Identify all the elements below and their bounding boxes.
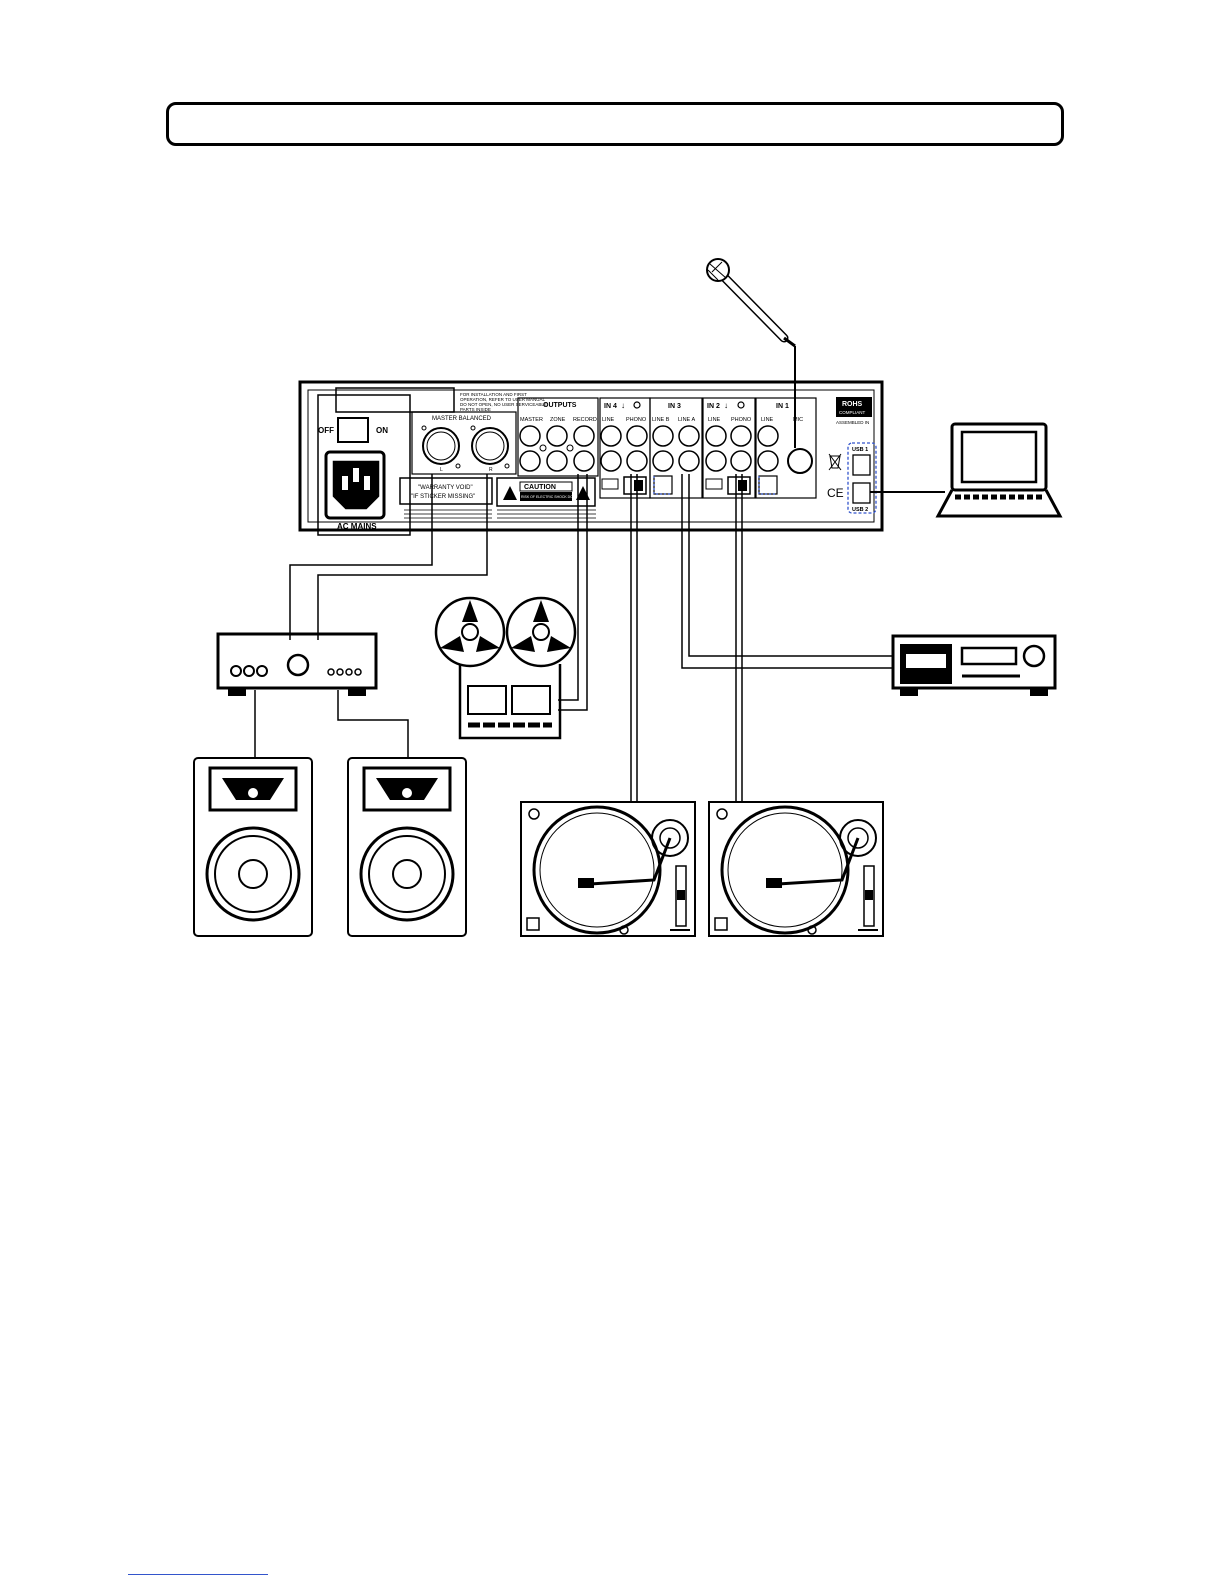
svg-text:OPERATION, REFER TO USER MANUA: OPERATION, REFER TO USER MANUAL — [460, 397, 546, 402]
svg-text:CAUTION: CAUTION — [524, 484, 556, 491]
svg-text:LINE A: LINE A — [678, 417, 695, 423]
title-box — [166, 102, 1064, 146]
channel-r-label: R — [489, 467, 493, 473]
xlr-right-cable — [317, 474, 488, 640]
install-notice: FOR INSTALLATION AND FIRST OPERATION, RE… — [460, 392, 547, 412]
turntable-right — [708, 801, 884, 937]
rca-outputs: OUTPUTS MASTER ZONE RECORD — [517, 397, 599, 477]
output-zone-label: ZONE — [550, 417, 566, 423]
microphone — [706, 258, 796, 348]
svg-text:RISK OF ELECTRIC SHOCK DO NOT: RISK OF ELECTRIC SHOCK DO NOT OPEN — [521, 495, 593, 499]
rohs-badge: ROHS COMPLIANT ASSEMBLED IN — [836, 397, 872, 425]
amplifier — [216, 632, 378, 696]
ac-mains-label: AC MAINS — [337, 522, 377, 531]
xlr-left-cable — [289, 474, 433, 640]
svg-text:IN 3: IN 3 — [668, 403, 681, 410]
weee-icon — [828, 453, 842, 471]
svg-text:LINE: LINE — [708, 417, 721, 423]
fine-print — [404, 509, 596, 523]
svg-text:PHONO: PHONO — [731, 417, 752, 423]
outputs-label: OUTPUTS — [543, 402, 577, 409]
input-1: IN 1 LINE MIC — [755, 397, 817, 499]
svg-text:LINE: LINE — [761, 417, 774, 423]
cd-player — [891, 634, 1057, 696]
output-record-label: RECORD — [573, 417, 597, 423]
ce-mark: CE — [827, 486, 844, 500]
svg-text:"IF STICKER MISSING": "IF STICKER MISSING" — [411, 494, 475, 500]
power-on-label: ON — [376, 426, 388, 435]
svg-text:"WARRANTY VOID": "WARRANTY VOID" — [418, 485, 473, 491]
reel-to-reel-recorder — [434, 596, 577, 740]
svg-text:IN 4: IN 4 — [604, 403, 617, 410]
mixer-rear-panel: FOR INSTALLATION AND FIRST OPERATION, RE… — [298, 380, 884, 536]
caution-label: CAUTION RISK OF ELECTRIC SHOCK DO NOT OP… — [496, 477, 596, 507]
svg-text:IN 1: IN 1 — [776, 403, 789, 410]
input-4: IN 4 ↓ LINE PHONO — [599, 397, 651, 499]
warranty-sticker: "WARRANTY VOID" "IF STICKER MISSING" — [399, 477, 493, 505]
svg-text:PARTS INSIDE: PARTS INSIDE — [460, 407, 491, 412]
master-balanced-outputs: MASTER BALANCED L R — [411, 411, 517, 475]
turntable-left — [520, 801, 696, 937]
svg-text:MIC: MIC — [793, 417, 803, 423]
master-balanced-label: MASTER BALANCED — [432, 416, 492, 422]
output-master-label: MASTER — [520, 417, 543, 423]
record-cable-1 — [558, 474, 579, 701]
svg-text:IN 2: IN 2 — [707, 403, 720, 410]
record-cable-2 — [558, 474, 588, 711]
footer-rule — [128, 1574, 268, 1575]
cd-cable-2 — [688, 474, 893, 657]
speaker-left — [193, 757, 313, 937]
svg-text:ASSEMBLED IN: ASSEMBLED IN — [836, 420, 869, 425]
svg-text:COMPLIANT: COMPLIANT — [839, 410, 866, 415]
power-off-label: OFF — [318, 426, 334, 435]
svg-text:FOR INSTALLATION AND FIRST: FOR INSTALLATION AND FIRST — [460, 392, 527, 397]
svg-text:↓: ↓ — [621, 401, 625, 410]
laptop — [935, 422, 1063, 518]
usb1-label: USB 1 — [852, 447, 868, 453]
svg-text:↓: ↓ — [724, 401, 728, 410]
svg-text:DO NOT OPEN, NO USER SERVICEAB: DO NOT OPEN, NO USER SERVICEABLE — [460, 402, 547, 407]
ac-mains-socket: AC MAINS — [324, 450, 386, 531]
svg-text:ROHS: ROHS — [842, 401, 863, 408]
svg-text:LINE: LINE — [602, 417, 615, 423]
channel-l-label: L — [440, 467, 443, 473]
input-3: IN 3 LINE B LINE A — [649, 397, 703, 499]
speaker-right — [347, 757, 467, 937]
svg-text:PHONO: PHONO — [626, 417, 647, 423]
usb2-label: USB 2 — [852, 507, 868, 513]
cd-cable-1 — [681, 474, 893, 669]
svg-text:LINE B: LINE B — [652, 417, 670, 423]
power-switch: OFF ON — [318, 417, 388, 443]
speaker-right-cable — [337, 690, 409, 758]
